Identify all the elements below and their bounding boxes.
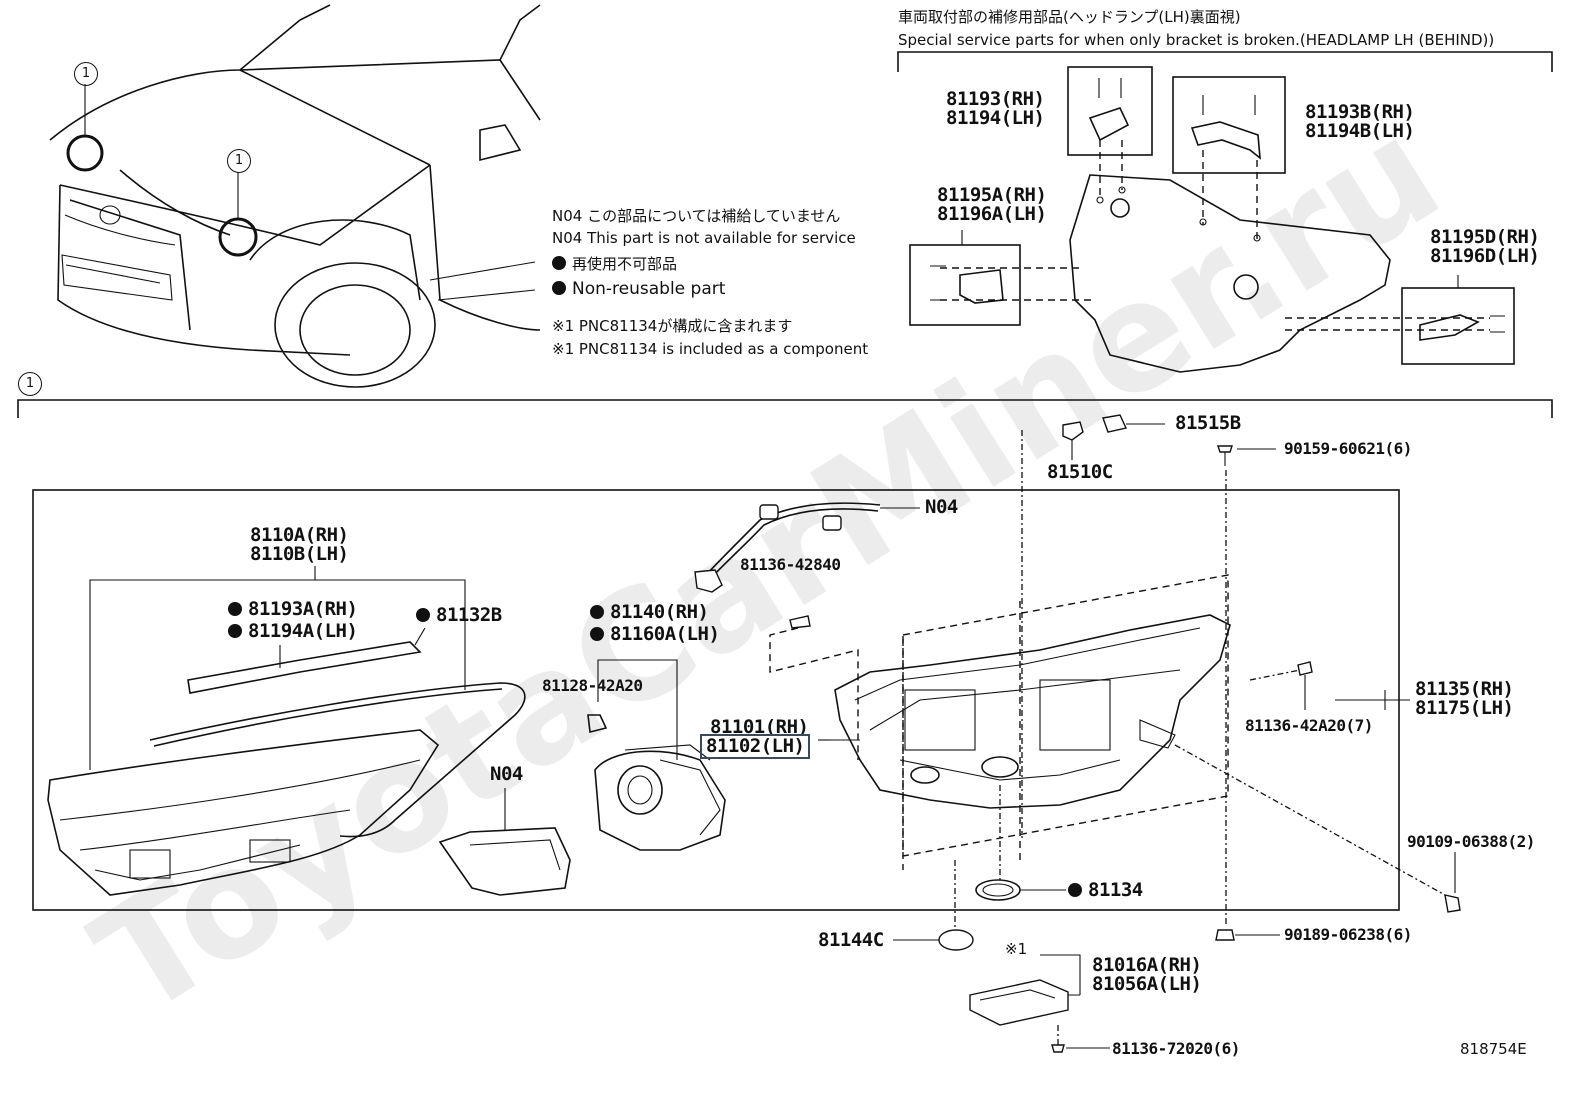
- nonreusable-dot-icon: [416, 608, 430, 622]
- header-jp: 車両取付部の補修用部品(ヘッドランプ(LH)裏面視): [898, 8, 1241, 26]
- part-81132B-text: 81132B: [436, 604, 502, 626]
- nonreusable-dot-icon: [228, 602, 242, 616]
- header-en: Special service parts for when only brac…: [898, 31, 1495, 49]
- part-90159-60621[interactable]: 90159-60621(6): [1284, 439, 1412, 458]
- small-parts: [818, 414, 1461, 1053]
- note-nonreuse-jp: 再使用不可部品: [552, 256, 677, 272]
- part-81140-text: 81140(RH): [610, 601, 709, 623]
- part-81510C[interactable]: 81510C: [1047, 461, 1113, 483]
- note-nonreuse-en: Non-reusable part: [552, 281, 725, 298]
- part-81196D[interactable]: 81196D(LH): [1430, 245, 1540, 267]
- part-81136-42A20[interactable]: 81136-42A20(7): [1245, 716, 1373, 735]
- part-81056A[interactable]: 81056A(LH): [1092, 973, 1202, 995]
- part-90109-06388[interactable]: 90109-06388(2): [1407, 832, 1535, 851]
- part-81193A[interactable]: 81193A(RH): [228, 598, 358, 620]
- cover-part: [438, 788, 571, 896]
- lens-assembly: [47, 566, 526, 896]
- part-81193A-text: 81193A(RH): [248, 598, 358, 620]
- part-81128-42A20[interactable]: 81128-42A20: [542, 676, 643, 695]
- part-81160A-text: 81160A(LH): [610, 623, 720, 645]
- part-81515B[interactable]: 81515B: [1175, 412, 1241, 434]
- part-81135[interactable]: 81135(RH): [1415, 678, 1514, 700]
- part-n04-harness[interactable]: N04: [925, 496, 958, 518]
- part-81134-text: 81134: [1088, 879, 1143, 901]
- part-81194B[interactable]: 81194B(LH): [1305, 120, 1415, 142]
- section-bracket: [17, 399, 1553, 418]
- footnote-mark: ※1: [1005, 940, 1028, 958]
- part-n04-cover[interactable]: N04: [490, 763, 523, 785]
- part-81136-42840[interactable]: 81136-42840: [740, 555, 841, 574]
- part-81132B[interactable]: 81132B: [416, 606, 502, 625]
- nonreusable-dot-icon: [590, 627, 604, 641]
- part-81194A-text: 81194A(LH): [248, 620, 358, 642]
- nonreuse-en-text: Non-reusable part: [572, 279, 726, 299]
- part-8110B[interactable]: 8110B(LH): [250, 543, 349, 565]
- note-pnc-jp: ※1 PNC81134が構成に含まれます: [552, 317, 793, 335]
- part-81102-highlighted[interactable]: 81102(LH): [700, 734, 811, 759]
- part-81136-72020[interactable]: 81136-72020(6): [1112, 1039, 1240, 1058]
- part-81175[interactable]: 81175(LH): [1415, 697, 1514, 719]
- service-bracket-area: [897, 51, 1553, 373]
- callout-1-a: 1: [74, 62, 98, 86]
- nonreusable-dot-icon: [1068, 883, 1082, 897]
- nonreuse-jp-text: 再使用不可部品: [572, 255, 678, 273]
- part-81193B[interactable]: 81193B(RH): [1305, 101, 1415, 123]
- diagram-reference-code: 818754E: [1460, 1040, 1527, 1058]
- nonreusable-dot-icon: [552, 281, 566, 295]
- part-81193[interactable]: 81193(RH): [946, 88, 1045, 110]
- vehicle-front-view: [49, 4, 541, 388]
- nonreusable-dot-icon: [228, 624, 242, 638]
- part-81195D[interactable]: 81195D(RH): [1430, 226, 1540, 248]
- part-8110A[interactable]: 8110A(RH): [250, 524, 349, 546]
- note-n04-en: N04 This part is not available for servi…: [552, 229, 856, 247]
- nonreusable-dot-icon: [590, 605, 604, 619]
- lamp-housing: [818, 430, 1446, 930]
- part-81144C[interactable]: 81144C: [818, 929, 884, 951]
- part-81160A[interactable]: 81160A(LH): [590, 623, 720, 645]
- callout-1-b: 1: [227, 149, 251, 173]
- part-81016A[interactable]: 81016A(RH): [1092, 954, 1202, 976]
- lamp-unit: [587, 659, 726, 851]
- part-81101[interactable]: 81101(RH): [710, 716, 809, 738]
- wire-harness: [694, 502, 920, 760]
- callout-1-c: 1: [18, 372, 42, 396]
- part-81140[interactable]: 81140(RH): [590, 601, 709, 623]
- part-81194[interactable]: 81194(LH): [946, 107, 1045, 129]
- part-81195A[interactable]: 81195A(RH): [937, 184, 1047, 206]
- part-81194A[interactable]: 81194A(LH): [228, 620, 358, 642]
- note-n04-jp: N04 この部品については補給していません: [552, 207, 841, 225]
- part-90189-06238[interactable]: 90189-06238(6): [1284, 925, 1412, 944]
- nonreusable-dot-icon: [552, 256, 566, 270]
- part-81134[interactable]: 81134: [1068, 881, 1143, 900]
- part-81196A[interactable]: 81196A(LH): [937, 203, 1047, 225]
- note-pnc-en: ※1 PNC81134 is included as a component: [552, 340, 869, 358]
